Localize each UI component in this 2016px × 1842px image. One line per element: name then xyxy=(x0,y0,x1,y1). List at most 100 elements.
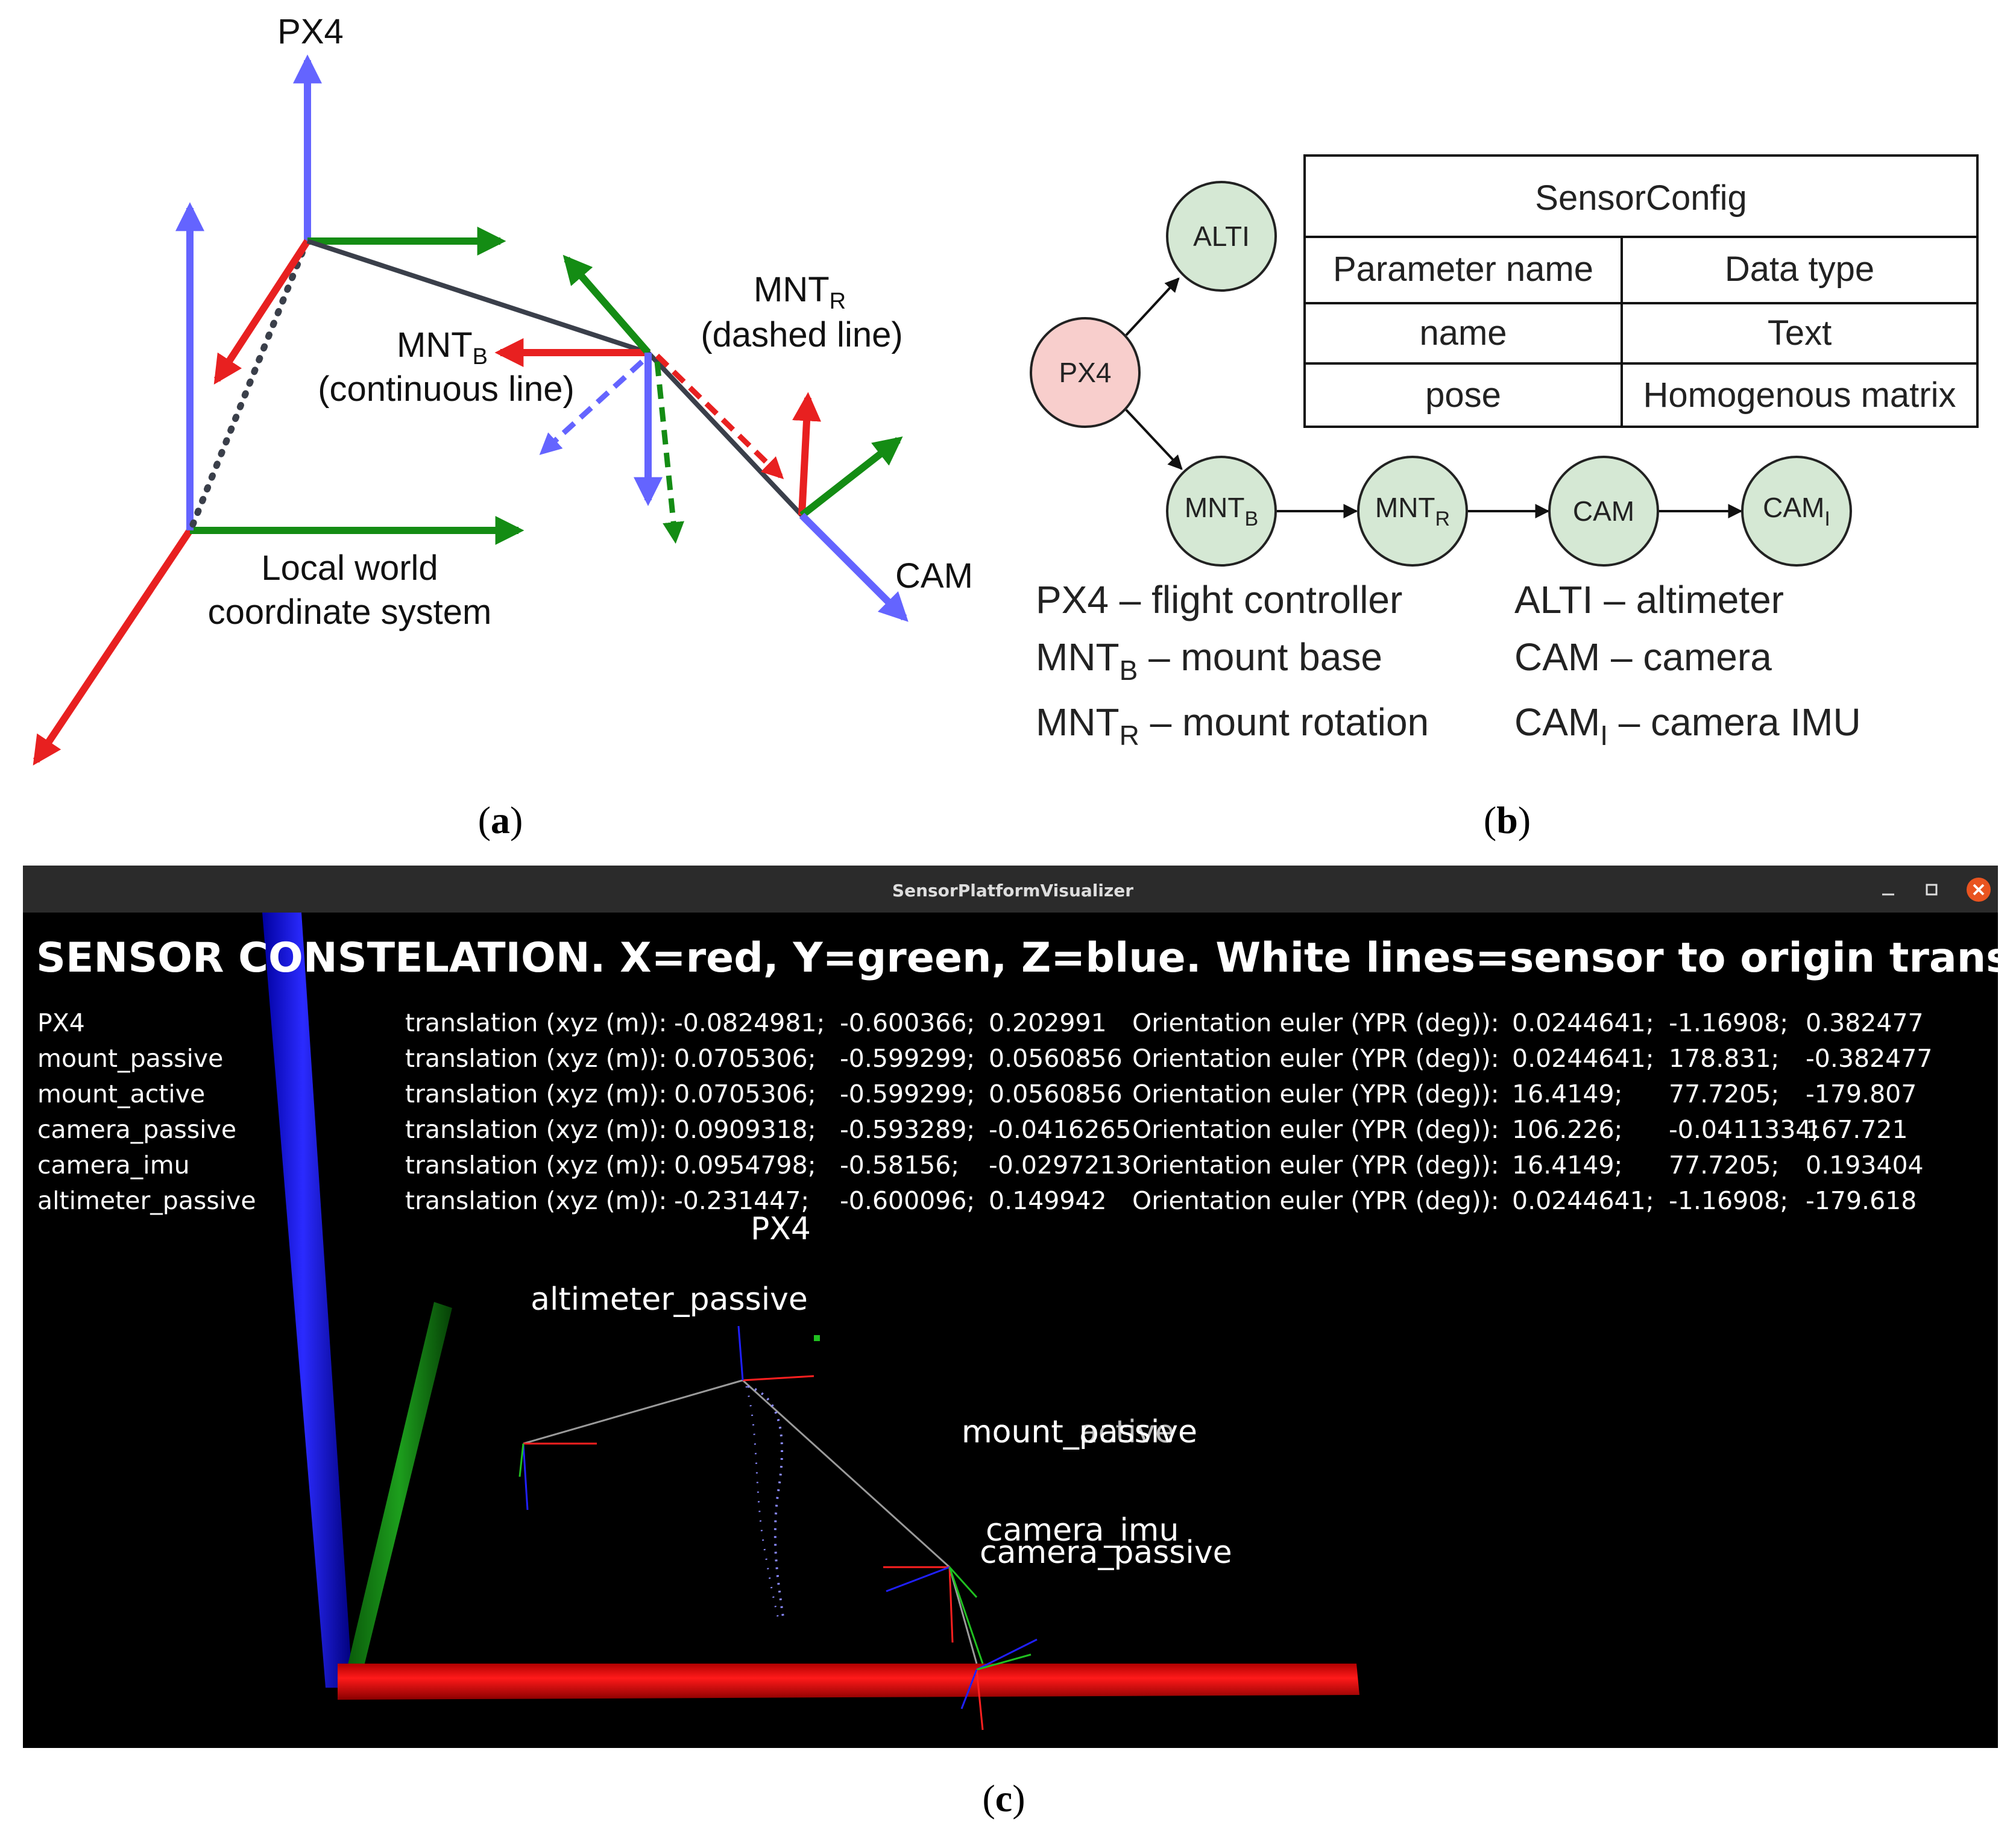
translation-label: translation (xyz (m)): xyxy=(405,1080,667,1108)
legend-cam: CAM – camera xyxy=(1514,635,1772,679)
sensor-tx: 0.0705306; xyxy=(674,1044,816,1073)
world-frame xyxy=(33,202,524,765)
sensor-tz: 0.149942 xyxy=(989,1186,1107,1215)
maximize-button[interactable] xyxy=(1926,884,1938,896)
sensor-oy: 16.4149; xyxy=(1512,1151,1622,1180)
svg-text:CAMI: CAMI xyxy=(1763,492,1830,530)
panel-b: ALTI PX4 MNTB MNTR CAM CAMI xyxy=(1030,154,1979,841)
sensor-tz: -0.0416265 xyxy=(989,1115,1132,1144)
sensor-oy: 106.226; xyxy=(1512,1115,1622,1144)
legend-px4: PX4 – flight controller xyxy=(1036,578,1402,621)
sensor-oy: 0.0244641; xyxy=(1512,1044,1654,1073)
viz-title: SENSOR CONSTELATION. X=red, Y=green, Z=b… xyxy=(36,934,2016,982)
cam-frame xyxy=(792,392,909,622)
world-x-arrow xyxy=(33,528,193,765)
table-cell: pose xyxy=(1425,376,1501,415)
window-titlebar xyxy=(23,866,1998,913)
cam-label: CAM xyxy=(895,556,973,596)
translation-label: translation (xyz (m)): xyxy=(405,1008,667,1037)
world-x-cylinder xyxy=(338,1664,1359,1700)
translation-label: translation (xyz (m)): xyxy=(405,1115,667,1144)
scene-label-px4: PX4 xyxy=(751,1211,811,1247)
sensor-name: mount_active xyxy=(37,1080,205,1108)
sensor-oy: 0.0244641; xyxy=(1512,1008,1654,1037)
mntb-note: (continuous line) xyxy=(318,369,575,409)
sensor-tz: -0.0297213 xyxy=(989,1151,1132,1180)
panel-c: SensorPlatformVisualizer xyxy=(23,866,2016,1820)
sensor-row: PX4 translation (xyz (m)):-0.0824981; -0.6… xyxy=(37,1008,1924,1037)
world-to-px4-dotted xyxy=(189,244,308,528)
orientation-label: Orientation euler (YPR (deg)): xyxy=(1132,1151,1499,1180)
sensor-or: 0.193404 xyxy=(1806,1151,1924,1180)
world-z-cylinder xyxy=(262,913,353,1688)
sensor-op: -1.16908; xyxy=(1669,1186,1788,1215)
world-y-cylinder xyxy=(347,1302,452,1676)
orientation-label: Orientation euler (YPR (deg)): xyxy=(1132,1115,1499,1144)
mntb-y-arrow xyxy=(562,254,651,355)
scene-sensors xyxy=(518,1325,1038,1730)
scene-label-camera-imu: camera_imu xyxy=(986,1512,1179,1548)
panel-a: PX4 CAM MNTB (continuous line) MNTR (das… xyxy=(33,12,973,841)
cam-z-arrow xyxy=(799,512,909,622)
sensor-name: camera_passive xyxy=(37,1115,236,1144)
world-label-line2: coordinate system xyxy=(208,593,492,632)
legend-cami: CAMI – camera IMU xyxy=(1514,700,1861,751)
sensor-or: -0.382477 xyxy=(1806,1044,1932,1073)
close-button[interactable] xyxy=(1967,878,1991,902)
sensor-or: -179.618 xyxy=(1806,1186,1917,1215)
sensor-op: 77.7205; xyxy=(1669,1080,1779,1108)
px4-label: PX4 xyxy=(277,12,344,51)
px4-x-arrow xyxy=(213,239,311,385)
table-title: SensorConfig xyxy=(1535,178,1747,218)
node-cami: CAMI xyxy=(1741,456,1852,567)
mntr-note: (dashed line) xyxy=(701,315,902,354)
sensor-op: -0.0411334; xyxy=(1669,1115,1819,1144)
orientation-label: Orientation euler (YPR (deg)): xyxy=(1132,1044,1499,1073)
mntr-frame xyxy=(539,353,784,544)
orientation-label: Orientation euler (YPR (deg)): xyxy=(1132,1080,1499,1108)
svg-text:ALTI: ALTI xyxy=(1193,221,1250,252)
mntr-x-arrow xyxy=(655,353,784,480)
window-title: SensorPlatformVisualizer xyxy=(892,881,1133,901)
legend-alti: ALTI – altimeter xyxy=(1514,578,1784,621)
node-mntb: MNTB xyxy=(1166,456,1277,567)
scene-label-camera-passive: camera_passive xyxy=(980,1535,1232,1571)
mntr-y-arrow xyxy=(654,361,684,544)
edge-px4-mntb xyxy=(1125,409,1183,470)
translation-label: translation (xyz (m)): xyxy=(405,1151,667,1180)
orientation-label: Orientation euler (YPR (deg)): xyxy=(1132,1186,1499,1215)
sensor-op: -1.16908; xyxy=(1669,1008,1788,1037)
sensor-name: altimeter_passive xyxy=(37,1186,256,1215)
sensor-name: mount_passive xyxy=(37,1044,223,1073)
caption-b: (b) xyxy=(1484,799,1531,841)
visualizer-viewport[interactable] xyxy=(23,913,1998,1748)
sensor-name: PX4 xyxy=(37,1008,85,1037)
table-cell: name xyxy=(1419,313,1507,353)
sensor-ty: -0.600096; xyxy=(840,1186,975,1215)
caption-a: (a) xyxy=(478,799,523,841)
table-header-param: Parameter name xyxy=(1333,250,1593,289)
svg-text:PX4: PX4 xyxy=(1059,357,1112,388)
scene-label-altimeter: altimeter_passive xyxy=(531,1281,808,1318)
sensor-op: 178.831; xyxy=(1669,1044,1779,1073)
sensor-tz: 0.202991 xyxy=(989,1008,1107,1037)
sensorconfig-table: SensorConfig Parameter name Data type na… xyxy=(1303,154,1979,428)
mntb-label: MNTB xyxy=(397,325,488,369)
table-cell: Homogenous matrix xyxy=(1643,376,1956,415)
caption-c: (c) xyxy=(982,1777,1025,1820)
node-px4: PX4 xyxy=(1030,317,1141,428)
svg-text:MNTR: MNTR xyxy=(1375,492,1450,530)
sensor-tx: -0.0824981; xyxy=(674,1008,825,1037)
sensor-name: camera_imu xyxy=(37,1151,190,1180)
sensor-tz: 0.0560856 xyxy=(989,1080,1123,1108)
svg-text:MNTB: MNTB xyxy=(1185,492,1258,530)
mntb-frame xyxy=(494,254,663,506)
scene-label-mount-passive: mount_passive xyxy=(962,1414,1197,1450)
sensor-ty: -0.600366; xyxy=(840,1008,975,1037)
sensor-tx: 0.0954798; xyxy=(674,1151,816,1180)
node-alti: ALTI xyxy=(1166,181,1277,292)
